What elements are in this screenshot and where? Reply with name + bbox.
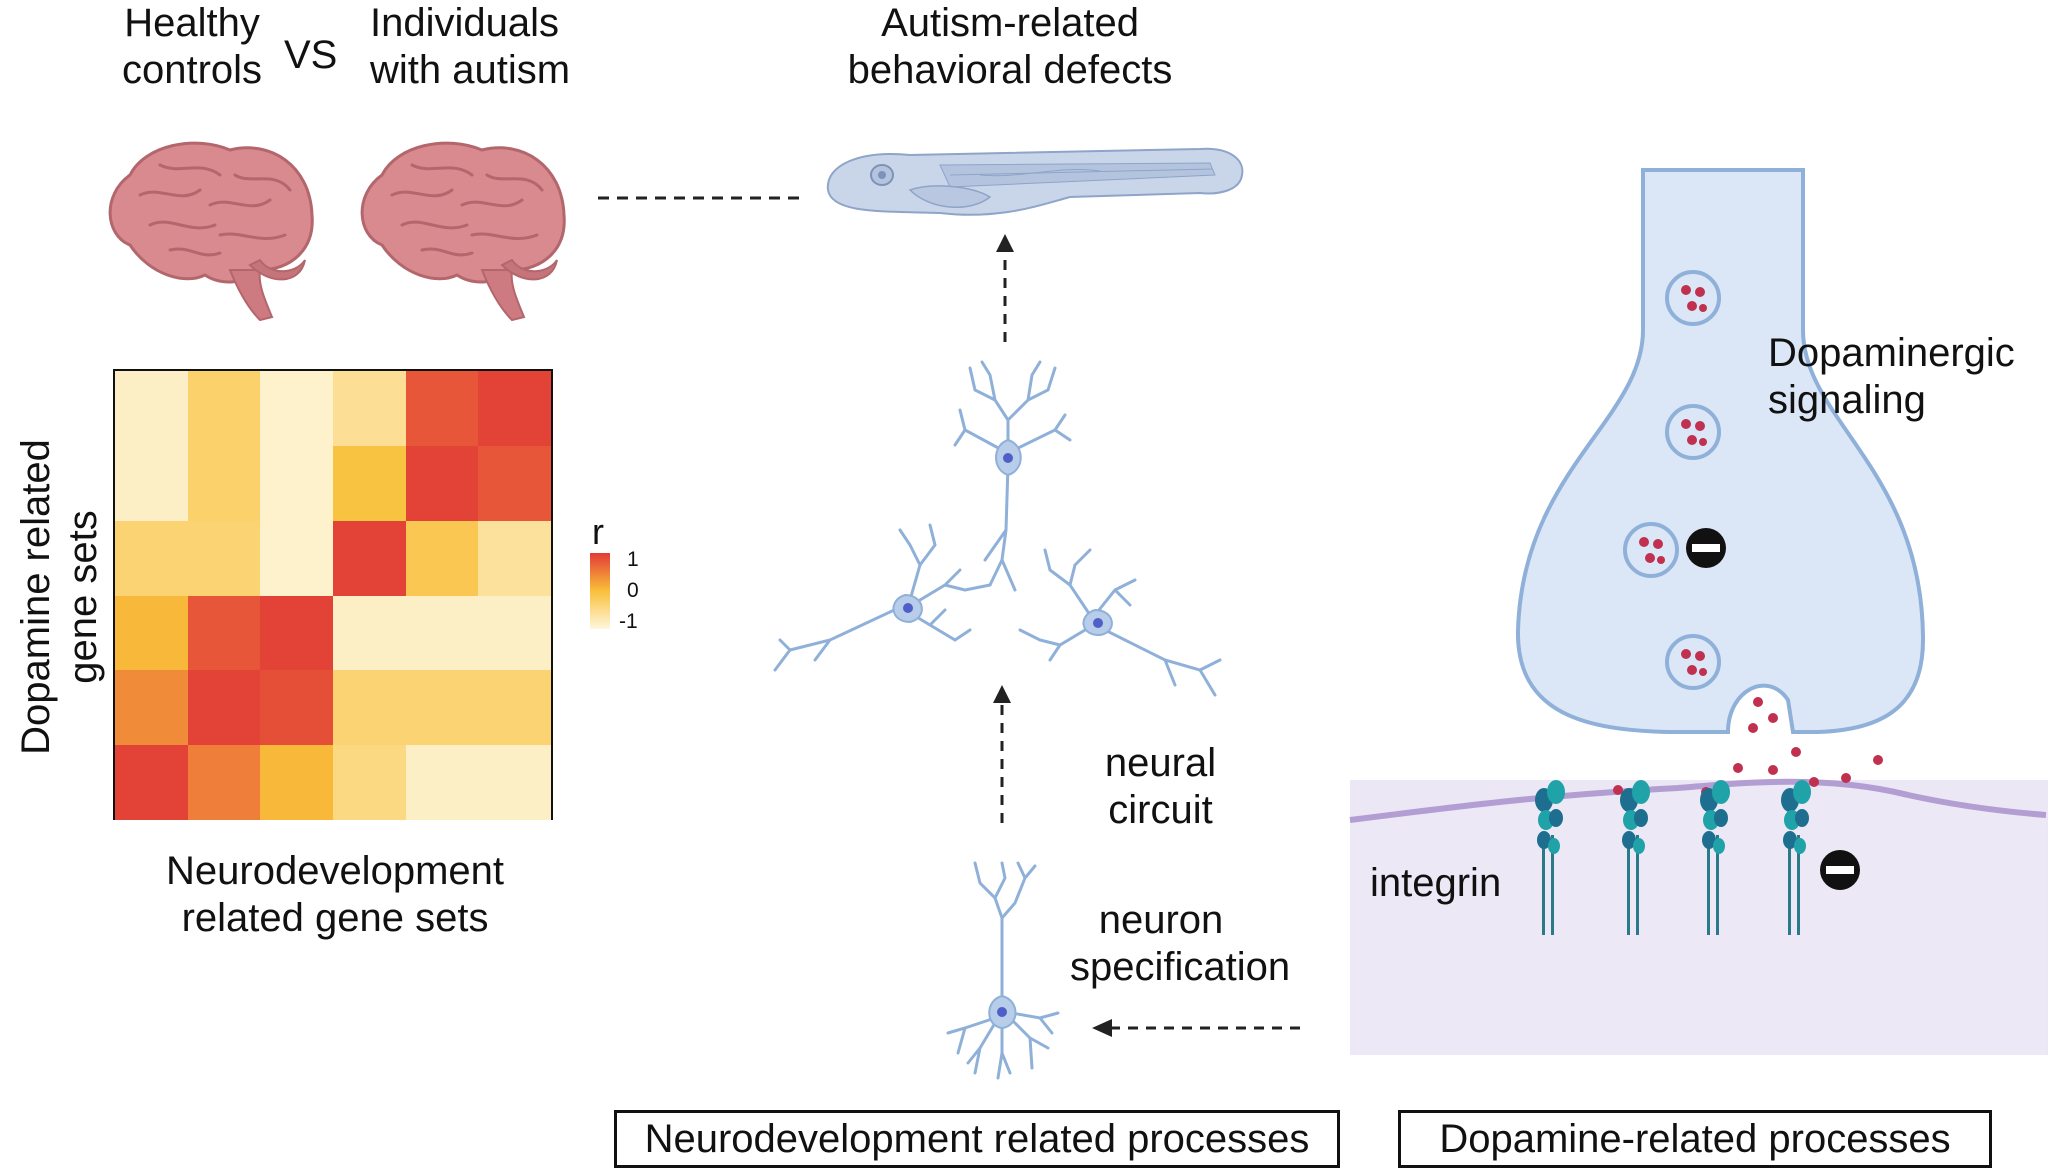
heatmap-cell-r3-c1 bbox=[187, 595, 261, 671]
heatmap-cell-r5-c1 bbox=[187, 745, 261, 821]
dashed-connector-horizontal bbox=[598, 196, 803, 200]
heatmap-cell-r4-c3 bbox=[333, 670, 406, 746]
neuron-spec-line2: specification bbox=[1070, 945, 1291, 989]
heatmap-cell-r1-c5 bbox=[478, 445, 552, 521]
dashed-arrow-to-circuit bbox=[993, 685, 1011, 823]
heatmap-frame bbox=[113, 369, 553, 821]
defects-label-line1: Autism-related bbox=[881, 1, 1139, 45]
integrin-label: integrin bbox=[1370, 861, 1502, 905]
neurodevelopment-processes-box: Neurodevelopment related processes bbox=[614, 1110, 1340, 1168]
neuron-spec-line1: neuron bbox=[1098, 898, 1224, 942]
neural-circuit-line1: neural bbox=[1104, 741, 1217, 785]
legend-tick-1: 1 bbox=[627, 548, 639, 571]
dashed-arrow-to-behavior bbox=[996, 234, 1014, 342]
neural-circuit-label: neural circuit bbox=[1088, 740, 1233, 834]
heatmap-cell-r2-c5 bbox=[478, 520, 552, 596]
heatmap-cell-r5-c2 bbox=[260, 745, 334, 821]
legend-tick-0: 0 bbox=[627, 579, 639, 602]
xlabel-line1: Neurodevelopment bbox=[166, 849, 504, 893]
healthy-label-line2: controls bbox=[121, 48, 263, 92]
heatmap-cell-r1-c2 bbox=[260, 445, 334, 521]
heatmap-cell-r1-c4 bbox=[405, 445, 479, 521]
autism-label-line2: with autism bbox=[370, 48, 571, 92]
brain-icon-autism bbox=[360, 141, 566, 322]
autism-label-line1: Individuals bbox=[370, 1, 560, 45]
heatmap-cell-r4-c5 bbox=[478, 670, 552, 746]
dopamine-processes-box: Dopamine-related processes bbox=[1398, 1110, 1992, 1168]
dashed-arrow-to-neuron bbox=[1092, 1019, 1300, 1037]
heatmap-cell-r4-c1 bbox=[187, 670, 261, 746]
neuron-specification-label: neuron specification bbox=[1070, 897, 1291, 991]
single-neuron-icon bbox=[946, 861, 1060, 1080]
heatmap-cell-r2-c0 bbox=[115, 520, 188, 596]
defects-label-line2: behavioral defects bbox=[847, 48, 1173, 92]
xlabel-neurodevelopment-gene-sets: Neurodevelopment related gene sets bbox=[130, 848, 540, 942]
legend-title-r: r bbox=[592, 511, 604, 552]
heatmap-cell-r4-c2 bbox=[260, 670, 334, 746]
signaling-line1: Dopaminergic bbox=[1768, 331, 2015, 375]
heatmap-cell-r0-c1 bbox=[187, 371, 261, 446]
heatmap-cell-r1-c1 bbox=[187, 445, 261, 521]
zebrafish-larva-icon bbox=[826, 147, 1244, 216]
healthy-controls-label: Healthy controls bbox=[112, 0, 272, 94]
neural-circuit-icon bbox=[773, 360, 1222, 697]
heatmap-cell-r4-c4 bbox=[405, 670, 479, 746]
healthy-label-line1: Healthy bbox=[124, 1, 260, 45]
heatmap-cell-r1-c0 bbox=[115, 445, 188, 521]
heatmap-cell-r3-c4 bbox=[405, 595, 479, 671]
heatmap-cell-r5-c4 bbox=[405, 745, 479, 821]
heatmap-cell-r2-c1 bbox=[187, 520, 261, 596]
heatmap-cell-r0-c3 bbox=[333, 371, 406, 446]
heatmap-cell-r0-c0 bbox=[115, 371, 188, 446]
heatmap-cell-r3-c2 bbox=[260, 595, 334, 671]
heatmap-cell-r2-c4 bbox=[405, 520, 479, 596]
heatmap-cell-r2-c3 bbox=[333, 520, 406, 596]
neural-circuit-line2: circuit bbox=[1108, 788, 1213, 832]
heatmap-cell-r2-c2 bbox=[260, 520, 334, 596]
heatmap-cell-r0-c4 bbox=[405, 371, 479, 446]
ylabel-line1: Dopamine related bbox=[14, 439, 58, 755]
ylabel-line2: gene sets bbox=[61, 510, 105, 684]
heatmap-cell-r4-c0 bbox=[115, 670, 188, 746]
heatmap-cell-r0-c2 bbox=[260, 371, 334, 446]
heatmap-cell-r3-c5 bbox=[478, 595, 552, 671]
legend-tick-minus1: -1 bbox=[619, 610, 638, 633]
heatmap-cell-r1-c3 bbox=[333, 445, 406, 521]
heatmap-cell-r5-c0 bbox=[115, 745, 188, 821]
individuals-with-autism-label: Individuals with autism bbox=[370, 0, 570, 94]
vs-label: VS bbox=[284, 33, 338, 77]
heatmap-cell-r0-c5 bbox=[478, 371, 552, 446]
dopaminergic-signaling-label: Dopaminergic signaling bbox=[1768, 330, 2015, 424]
legend-colorbar bbox=[590, 553, 610, 629]
heatmap-cell-r3-c0 bbox=[115, 595, 188, 671]
synapse-illustration bbox=[1349, 168, 2047, 1055]
behavioral-defects-label: Autism-related behavioral defects bbox=[830, 0, 1190, 94]
heatmap-cell-r3-c3 bbox=[333, 595, 406, 671]
heatmap-grid bbox=[115, 371, 552, 821]
heatmap-cell-r5-c5 bbox=[478, 745, 552, 821]
signaling-line2: signaling bbox=[1768, 378, 1926, 422]
brain-icon-healthy bbox=[108, 141, 314, 322]
xlabel-line2: related gene sets bbox=[181, 896, 489, 940]
heatmap-cell-r5-c3 bbox=[333, 745, 406, 821]
